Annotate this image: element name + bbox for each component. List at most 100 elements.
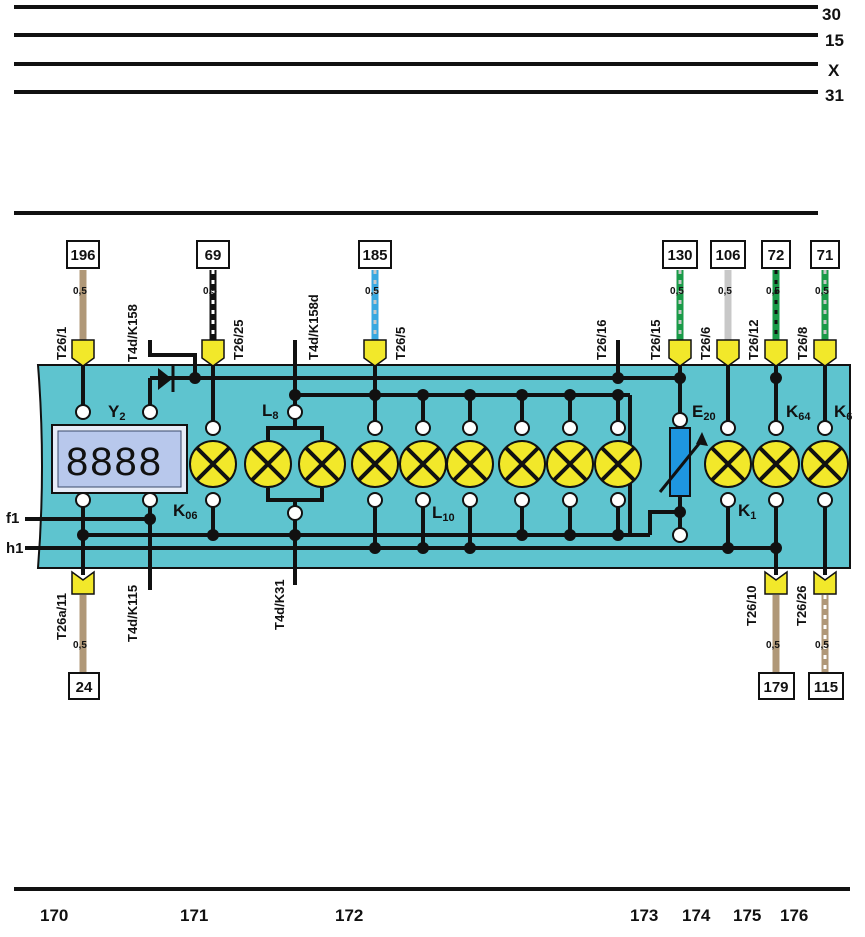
top-connector-pins [71, 339, 837, 367]
lamp-6 [594, 440, 642, 488]
edge-label-f1: f1 [6, 510, 19, 527]
bottom-reference-boxes: 24 179 115 [68, 672, 844, 700]
terminal [287, 505, 303, 521]
ref-box-24[interactable] [68, 672, 100, 700]
e20-dimmer-resistor [648, 427, 708, 535]
column-176: 176 [780, 906, 808, 925]
label-k64: K64 [786, 402, 811, 423]
lamp-2 [399, 440, 447, 488]
pin-t26-12[interactable] [764, 339, 788, 367]
lamp-l8-right [298, 440, 346, 488]
rail-label-15: 15 [825, 31, 844, 50]
rail-label-x: X [828, 61, 840, 80]
lamp-1 [351, 440, 399, 488]
ref-box-130[interactable] [662, 240, 698, 269]
bottom-wire-gauges: 0,5 0,5 0,5 [73, 640, 829, 651]
label-y2: Y2 [108, 402, 125, 423]
terminal [768, 420, 784, 436]
terminal [367, 420, 383, 436]
ref-box-179[interactable] [758, 672, 795, 700]
label-k06: K06 [173, 501, 198, 522]
lamp-5 [546, 440, 594, 488]
ref-115: 115 [814, 679, 838, 696]
label-l8: L8 [262, 401, 279, 422]
ref-24: 24 [76, 679, 93, 696]
junction [722, 542, 734, 554]
label-e20: E20 [692, 402, 716, 423]
label-k1: K1 [738, 501, 756, 522]
column-170: 170 [40, 906, 68, 925]
terminal [610, 492, 626, 508]
pin-label-t4d-k115: T4d/K115 [125, 585, 140, 642]
column-174: 174 [682, 906, 711, 925]
display-segments: 8888 [66, 440, 163, 484]
pin-label-t26-1: T26/1 [54, 327, 69, 360]
display-screen [57, 430, 182, 488]
junction [564, 389, 576, 401]
ref-box-106[interactable] [710, 240, 746, 269]
ref-box-69[interactable] [196, 240, 230, 269]
terminal [142, 404, 158, 420]
top-wire-stubs [79, 270, 829, 340]
pin-label-t26-26: T26/26 [794, 586, 809, 626]
pin-t26-5[interactable] [363, 339, 387, 367]
column-171: 171 [180, 906, 208, 925]
ref-72: 72 [768, 247, 785, 264]
gauge-71: 0,5 [815, 286, 829, 297]
junction [77, 529, 89, 541]
lamp-4 [498, 440, 546, 488]
column-numbers: 170 171 172 173 174 175 176 [40, 906, 808, 925]
pin-t26a-11[interactable] [71, 570, 95, 595]
pin-t26-15[interactable] [668, 339, 692, 367]
junction [464, 389, 476, 401]
diode-triangle [158, 368, 172, 390]
junction [674, 372, 686, 384]
junctions [77, 372, 782, 554]
junction [289, 389, 301, 401]
junction [207, 529, 219, 541]
junction [464, 542, 476, 554]
pin-t26-6[interactable] [716, 339, 740, 367]
terminal [205, 492, 221, 508]
terminal [287, 404, 303, 420]
terminal [562, 420, 578, 436]
terminal [672, 412, 688, 428]
ref-196: 196 [70, 247, 95, 264]
pin-t26-10[interactable] [764, 570, 788, 595]
top-wire-gauges: 0,5 0,5 0,5 0,5 0,5 0,5 0,5 [73, 286, 829, 297]
pin-label-t4d-k158d: T4d/K158d [306, 294, 321, 360]
pin-t26-26[interactable] [813, 570, 837, 595]
resistor-wiper-lead [648, 510, 680, 535]
gauge-179: 0,5 [766, 640, 780, 651]
pin-t26-8[interactable] [813, 339, 837, 367]
terminal [205, 420, 221, 436]
junction [674, 506, 686, 518]
gauge-69: 0,5 [203, 286, 217, 297]
ref-box-185[interactable] [358, 240, 392, 269]
ref-185: 185 [362, 247, 387, 264]
gauge-185: 0,5 [365, 286, 379, 297]
ref-69: 69 [205, 247, 222, 264]
junction [564, 529, 576, 541]
terminal [75, 492, 91, 508]
ref-box-71[interactable] [810, 240, 840, 269]
gauge-106: 0,5 [718, 286, 732, 297]
ref-box-196[interactable] [66, 240, 100, 269]
resistor-arrow-line [658, 439, 704, 493]
pin-t26-25[interactable] [201, 339, 225, 367]
pin-label-t26-15: T26/15 [648, 320, 663, 360]
junction [612, 529, 624, 541]
terminal [817, 492, 833, 508]
ref-box-115[interactable] [808, 672, 844, 700]
junction [289, 529, 301, 541]
top-pin-labels: T26/1 T4d/K158 T26/25 T4d/K158d T26/5 T2… [54, 294, 810, 362]
pin-label-t26-5: T26/5 [393, 327, 408, 360]
pin-t26-1[interactable] [71, 339, 95, 367]
lamp-k06 [189, 440, 237, 488]
column-173: 173 [630, 906, 658, 925]
rail-label-31: 31 [825, 86, 844, 105]
terminal [462, 420, 478, 436]
ref-box-72[interactable] [761, 240, 791, 269]
terminal [75, 404, 91, 420]
bottom-pin-labels: T26a/11 T4d/K115 T4d/K31 T26/10 T26/26 [54, 579, 809, 642]
